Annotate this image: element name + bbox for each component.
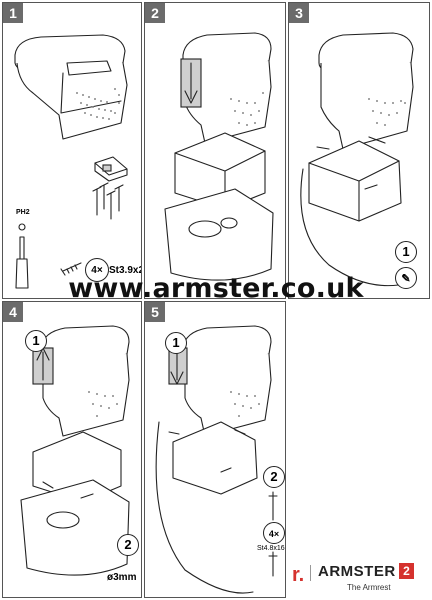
logo-mark: r. (292, 564, 305, 586)
step-circle-2: 2 (263, 466, 285, 488)
step-panel-3: 3 1 ✎ (288, 2, 430, 299)
armrest-final-fitting-illustration (155, 325, 278, 594)
step-circle-1: 1 (165, 332, 187, 354)
step-number-2: 2 (145, 3, 165, 23)
screw-quantity-badge: 4× (85, 258, 109, 282)
step-number-5: 5 (145, 302, 165, 322)
screw-quantity: 4× (91, 265, 103, 276)
armrest-assembly-illustration (14, 34, 128, 289)
step-panel-5: 5 1 2 4× St4.8x16 (144, 301, 286, 598)
logo-brand-name: ARMSTER (318, 563, 396, 580)
armster-logo: r. ARMSTER 2 The Armrest (292, 555, 427, 595)
logo-divider (310, 565, 311, 581)
step-number-1: 1 (3, 3, 23, 23)
step-number-3: 3 (289, 3, 309, 23)
armrest-lid-open-illustration (164, 32, 274, 281)
step-circle-2: 2 (117, 534, 139, 556)
step-circle-icon: ✎ (395, 267, 417, 289)
logo-tagline: The Armrest (347, 583, 391, 592)
armrest-lid-lift-illustration (20, 325, 130, 576)
screw-quantity: 4× (268, 529, 280, 539)
hex-key-size-value: 3mm (113, 572, 137, 583)
step-number-4: 4 (3, 302, 23, 322)
website-url: www.armster.co.uk (68, 273, 364, 304)
screwdriver-size-label: PH2 (16, 209, 30, 216)
logo-badge: 2 (399, 563, 414, 579)
screw-quantity-badge: 4× (263, 522, 285, 544)
step-circle-1: 1 (25, 330, 47, 352)
step-panel-4: 4 1 2 ø3mm (2, 301, 142, 598)
screw-spec: St4.8x16 (257, 545, 285, 552)
hex-key-size: ø3mm (107, 572, 136, 583)
pencil-icon: ✎ (401, 273, 411, 285)
step-panel-2: 2 (144, 2, 286, 299)
armrest-fitting-illustration (300, 32, 414, 287)
step-panel-1: 1 PH2 4× St3.9x25 (2, 2, 142, 299)
step-circle-1: 1 (395, 241, 417, 263)
screw-spec: St3.9x25 (109, 265, 141, 276)
diameter-symbol: ø (107, 572, 114, 583)
